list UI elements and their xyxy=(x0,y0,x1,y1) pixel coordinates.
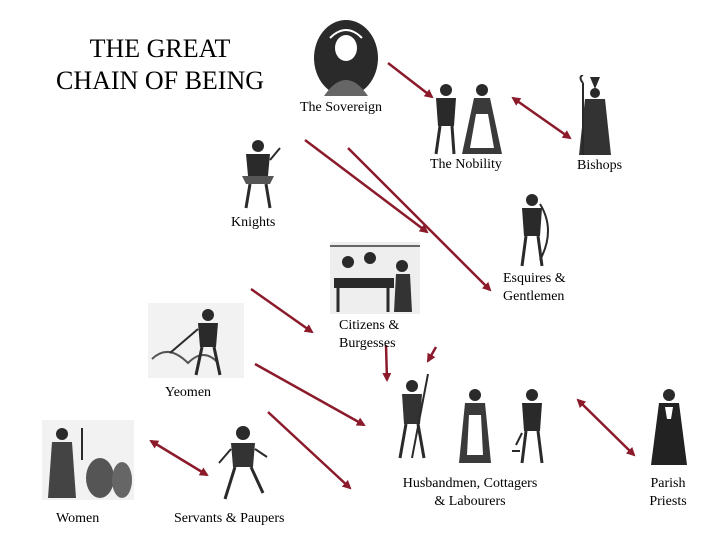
citizens-scene-icon xyxy=(330,242,420,314)
arrow-nobility-bishops xyxy=(511,96,572,140)
label-nobility: The Nobility xyxy=(430,157,502,172)
label-sovereign: The Sovereign xyxy=(300,100,383,115)
labourer-figure-icon xyxy=(512,389,544,464)
label-esquires: Esquires & xyxy=(503,271,566,286)
label-priests: Priests xyxy=(649,494,687,509)
label-citizens-burgesses: Citizens & Burgesses xyxy=(339,317,399,353)
arrow-down-to-husbandmen xyxy=(267,411,352,490)
arrow-knights-to-esquires xyxy=(304,139,429,234)
label-gentlemen: Gentlemen xyxy=(503,289,565,304)
title-line-2: CHAIN OF BEING xyxy=(56,66,264,95)
label-parish: Parish xyxy=(650,476,686,491)
label-women: Women xyxy=(56,511,100,526)
arrow-women-servants xyxy=(149,439,209,477)
label-bishops: Bishops xyxy=(577,158,623,173)
label-citizens: Citizens & xyxy=(339,318,400,333)
bishop-figure-icon xyxy=(579,75,611,155)
pauper-figure-icon xyxy=(218,426,268,500)
page-title: THE GREAT CHAIN OF BEING xyxy=(20,33,300,97)
title-line-1: THE GREAT xyxy=(89,34,231,63)
label-husbandmen-cottagers-labourers: Husbandmen, Cottagers & Labourers xyxy=(384,475,556,511)
label-parish-priests: Parish Priests xyxy=(638,475,698,511)
husbandman-figure-icon xyxy=(398,373,429,459)
knight-figure-icon xyxy=(242,140,281,209)
sovereign-portrait-icon xyxy=(314,20,378,96)
arrow-burgesses-to-husbandmen xyxy=(382,344,392,382)
arrow-sovereign-to-nobility xyxy=(387,62,434,99)
label-servants-paupers: Servants & Paupers xyxy=(174,511,285,526)
arrow-yeomen-to-husbandmen xyxy=(254,362,366,427)
women-scene-icon xyxy=(42,420,134,500)
arrow-to-citizens xyxy=(250,287,314,334)
arrow-to-cottagers xyxy=(426,346,438,363)
label-yeomen: Yeomen xyxy=(165,385,212,400)
esquire-figure-icon xyxy=(520,194,549,267)
label-burgesses: Burgesses xyxy=(339,336,396,351)
cottager-figure-icon xyxy=(459,389,491,463)
label-knights: Knights xyxy=(231,215,276,230)
label-esquires-gentlemen: Esquires & Gentlemen xyxy=(503,270,566,306)
label-husbandmen-line-2: & Labourers xyxy=(434,494,506,509)
yeoman-figure-icon xyxy=(148,303,244,378)
nobility-figures-icon xyxy=(434,84,502,155)
arrow-sovereign-to-gentlemen xyxy=(347,147,492,292)
label-husbandmen-line-1: Husbandmen, Cottagers xyxy=(402,476,538,491)
parish-priest-figure-icon xyxy=(651,389,687,465)
arrow-labourers-parish xyxy=(576,398,636,457)
